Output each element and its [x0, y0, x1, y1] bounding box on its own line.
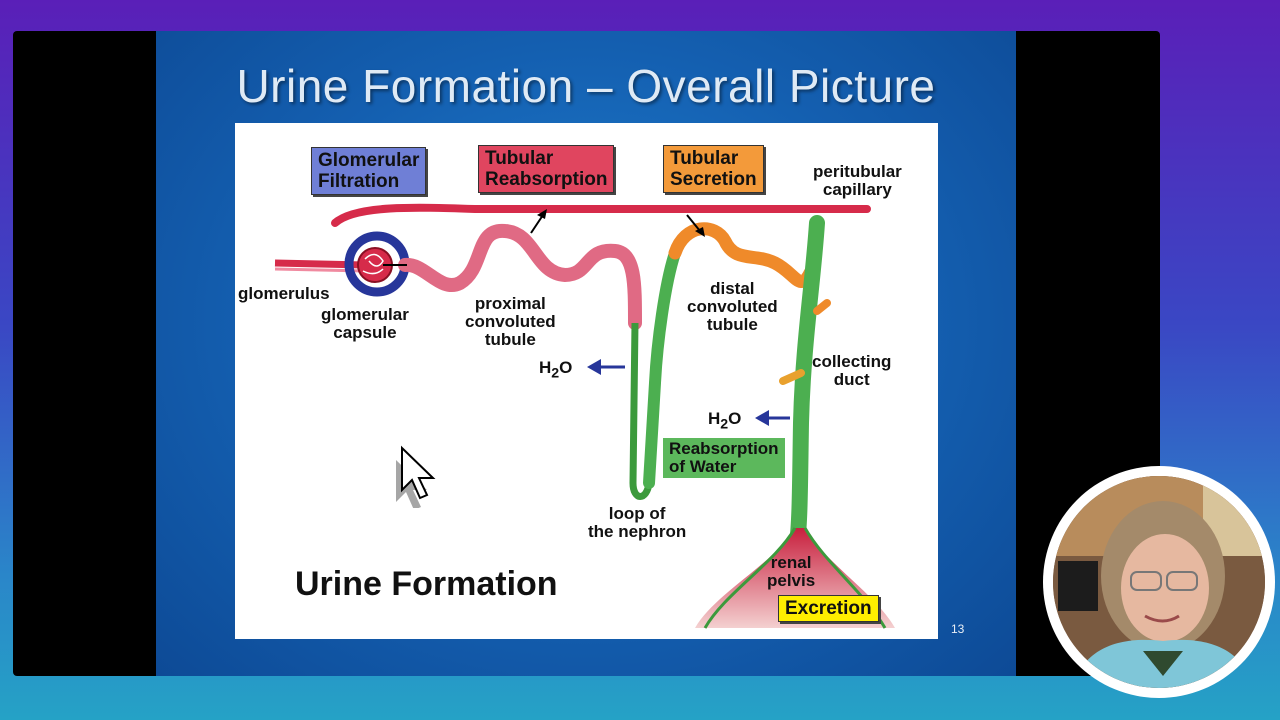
h2o-right-h: H: [708, 409, 721, 428]
reabsorption-of-water-box: Reabsorption of Water: [663, 438, 785, 478]
h2o-label-left: H2O: [539, 359, 572, 382]
presentation-slide: Urine Formation – Overall Picture: [156, 31, 1016, 676]
collecting-line-1: collecting: [812, 352, 892, 371]
distal-tubule: [668, 222, 817, 288]
capsule-line-2: capsule: [333, 323, 397, 342]
proximal-line-3: tubule: [484, 330, 536, 349]
peritubular-line-2: capillary: [822, 180, 892, 199]
tubular-secretion-box: Tubular Secretion: [663, 145, 764, 193]
tubular-reabsorption-box: Tubular Reabsorption: [478, 145, 615, 193]
peritubular-capillary: [331, 203, 871, 227]
capsule-line-1: glomerular: [321, 305, 409, 324]
diagram-caption: Urine Formation: [295, 565, 558, 603]
collecting-duct-label: collecting duct: [812, 353, 891, 389]
nephron-diagram: Glomerular Filtration Tubular Reabsorpti…: [235, 123, 938, 639]
glomerulus-label: glomerulus: [238, 284, 330, 303]
water-line-1: Reabsorption: [669, 439, 779, 458]
distal-tubule-label: distal convoluted tubule: [687, 280, 778, 334]
h2o-left-h: H: [539, 358, 552, 377]
proximal-line-1: proximal: [474, 294, 546, 313]
nephron-illustration: [274, 203, 895, 629]
webcam-feed: [1053, 476, 1265, 688]
proximal-tubule: [398, 223, 642, 330]
collecting-duct: [789, 215, 825, 551]
secretion-line-1: Tubular: [670, 148, 739, 169]
slide-title: Urine Formation – Overall Picture: [236, 60, 936, 112]
loop-ascending: [643, 247, 681, 489]
h2o-right-o: O: [728, 409, 742, 428]
excretion-box: Excretion: [778, 595, 879, 622]
mouse-cursor-icon: [396, 444, 440, 513]
reabsorption-line-1: Tubular: [485, 148, 554, 169]
h2o-right-sub: 2: [720, 416, 729, 433]
h2o-left-o: O: [559, 358, 573, 377]
reabsorption-line-2: Reabsorption: [485, 169, 608, 190]
video-frame: Urine Formation – Overall Picture: [13, 31, 1160, 676]
peritubular-line-1: peritubular: [813, 162, 902, 181]
loop-line-1: loop of: [608, 504, 666, 523]
water-line-2: of Water: [669, 457, 737, 476]
glomerular-filtration-box: Glomerular Filtration: [311, 147, 427, 195]
glomerular-capsule-label: glomerular capsule: [321, 306, 409, 342]
slide-page-number: 13: [951, 622, 965, 636]
secretion-arrow: [686, 214, 701, 232]
filtration-line-2: Filtration: [318, 171, 400, 192]
presenter-webcam: [1043, 466, 1275, 698]
renal-pelvis-label: renal pelvis: [767, 554, 815, 590]
collecting-line-2: duct: [833, 370, 870, 389]
distal-line-1: distal: [710, 279, 755, 298]
h2o-label-right: H2O: [708, 410, 741, 433]
proximal-line-2: convoluted: [465, 312, 556, 331]
distal-line-2: convoluted: [687, 297, 778, 316]
reabsorption-arrow: [530, 214, 544, 234]
loop-line-2: the nephron: [588, 522, 687, 541]
pelvis-line-2: pelvis: [767, 571, 816, 590]
h2o-left-sub: 2: [551, 365, 560, 382]
proximal-tubule-label: proximal convoluted tubule: [465, 295, 556, 349]
loop-of-nephron-label: loop of the nephron: [588, 505, 686, 541]
distal-line-3: tubule: [706, 315, 758, 334]
filtration-line-1: Glomerular: [318, 150, 420, 171]
pelvis-line-1: renal: [770, 553, 812, 572]
peritubular-capillary-label: peritubular capillary: [813, 163, 902, 199]
secretion-line-2: Secretion: [670, 169, 757, 190]
